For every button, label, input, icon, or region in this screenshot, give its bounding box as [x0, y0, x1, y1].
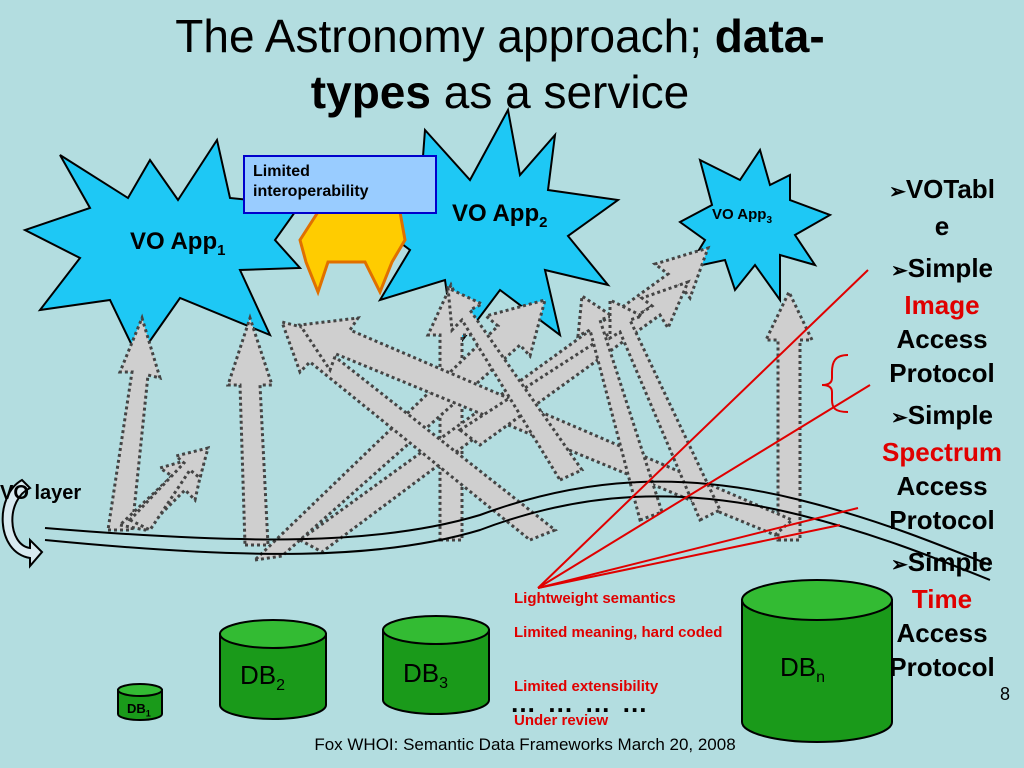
- ellipsis: … … … …: [510, 688, 650, 718]
- note-limited-extensibility: Limited extensibility: [514, 678, 659, 695]
- bullet-simple-image: ➢Simple Image Access Protocol: [889, 253, 995, 388]
- vo-layer-curve-lower: [44, 495, 991, 581]
- vo-layer-label: VO layer: [0, 482, 82, 504]
- bullet-simple-spectrum: ➢Simple Spectrum Access Protocol: [882, 400, 1002, 535]
- title-part-2: as a service: [430, 66, 690, 118]
- data-flow-arrows: [106, 245, 815, 563]
- bullet-marker-icon: ➢: [890, 407, 908, 429]
- vo-layer-curve-upper: [44, 480, 991, 566]
- title-part-1: The Astronomy approach;: [175, 10, 715, 62]
- bullet-marker-icon: ➢: [889, 181, 906, 203]
- title-bold-2: types: [310, 66, 431, 118]
- bullet-simple-time: ➢Simple Time Access Protocol: [889, 547, 995, 682]
- vo-app-1-label: VO App1: [130, 228, 226, 259]
- slide-title: The Astronomy approach; data- types as a…: [60, 8, 940, 120]
- vo-app-1-starburst: [22, 137, 303, 360]
- vo-app-2-label: VO App2: [452, 200, 548, 231]
- bullet-marker-icon: ➢: [890, 260, 908, 282]
- title-bold-1: data-: [714, 10, 825, 62]
- interop-link-shape: [298, 210, 407, 297]
- bullet-votable: ➢VOTabl e: [889, 174, 995, 241]
- db1-label: DB1: [127, 701, 151, 719]
- bullet-marker-icon: ➢: [890, 554, 908, 576]
- vo-app-3-starburst: [678, 147, 833, 304]
- dbn-cylinder: [741, 579, 893, 743]
- protocol-bullet-list: ➢VOTabl e ➢Simple Image Access Protocol …: [868, 172, 1016, 692]
- vo-app-3-label: VO App3: [712, 206, 773, 226]
- note-under-review: Under review: [514, 712, 609, 729]
- slide-footer: Fox WHOI: Semantic Data Frameworks March…: [314, 735, 736, 754]
- red-brace: [821, 354, 849, 413]
- note-limited-meaning: Limited meaning, hard coded: [514, 624, 723, 641]
- db2-label: DB2: [240, 660, 286, 695]
- db1-cylinder: [117, 683, 163, 721]
- vo-layer-curved-arrow: [1, 478, 44, 569]
- db3-cylinder: [382, 615, 490, 715]
- note-lightweight-semantics: Lightweight semantics: [514, 590, 676, 607]
- db3-label: DB3: [403, 658, 449, 693]
- page-number: 8: [1000, 684, 1011, 704]
- db2-cylinder: [219, 619, 327, 720]
- dbn-label: DBn: [780, 652, 826, 687]
- note-pointer-lines: [537, 269, 871, 589]
- limited-interoperability-callout: Limited interoperability: [243, 155, 437, 214]
